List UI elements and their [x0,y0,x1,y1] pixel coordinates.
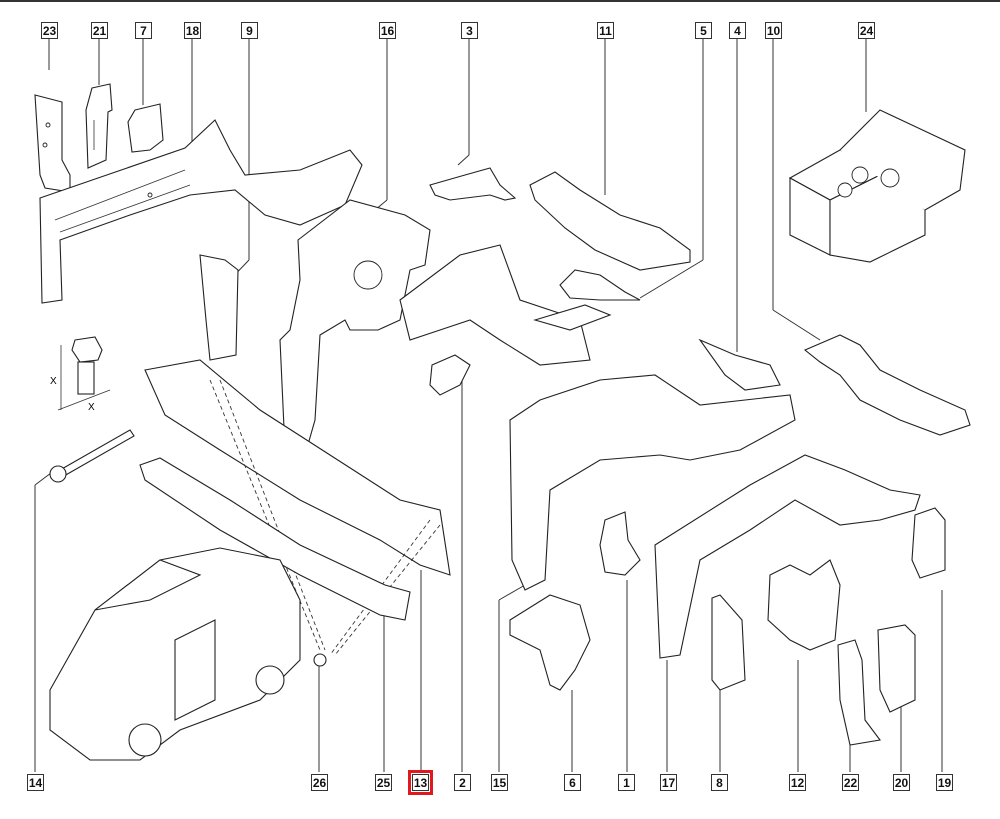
part-13-crossmember [144,359,451,656]
part-19 [911,507,946,579]
callout-21[interactable]: 21 [91,22,108,39]
part-3 [429,167,517,201]
dimension-x-vertical: X [50,376,57,387]
part-2 [429,354,471,396]
part-22 [837,639,881,746]
callout-10[interactable]: 10 [765,22,782,39]
callout-12[interactable]: 12 [789,774,806,791]
callout-13-highlighted[interactable]: 13 [408,770,433,795]
bolt-dimension: X X [50,336,111,413]
callout-18[interactable]: 18 [184,22,201,39]
callout-1[interactable]: 1 [618,774,635,791]
part-6 [509,594,591,691]
part-14-tow-eye [49,429,135,483]
leader-lines [34,39,943,772]
vehicle-illustration [49,547,301,761]
callout-23[interactable]: 23 [41,22,58,39]
part-10 [803,334,971,436]
callout-22[interactable]: 22 [842,774,859,791]
part-9 [199,254,239,361]
callout-2[interactable]: 2 [454,774,471,791]
callout-7[interactable]: 7 [135,22,152,39]
callout-15[interactable]: 15 [491,774,508,791]
part-24-kit-box [788,109,966,263]
callout-8[interactable]: 8 [711,774,728,791]
part-5 [559,269,641,301]
part-17-side-member [654,454,921,659]
part-20 [877,624,916,713]
part-26-nut [313,653,327,667]
callout-5[interactable]: 5 [695,22,712,39]
part-1 [599,511,641,576]
part-4 [698,338,781,391]
callout-16[interactable]: 16 [379,22,396,39]
part-11 [529,171,691,271]
callout-11[interactable]: 11 [597,22,614,39]
callout-20[interactable]: 20 [893,774,910,791]
top-border [0,0,1000,2]
part-18 [39,119,363,304]
part-25-lower-beam [139,457,411,621]
callout-6[interactable]: 6 [564,774,581,791]
callout-17[interactable]: 17 [660,774,677,791]
part-15-side-member [509,374,796,591]
dimension-x-horizontal: X [88,402,95,413]
part-23 [34,94,71,193]
callout-9[interactable]: 9 [241,22,258,39]
callout-19[interactable]: 19 [936,774,953,791]
part-16 [279,199,612,456]
callout-25[interactable]: 25 [375,774,392,791]
callout-4[interactable]: 4 [729,22,746,39]
callout-24[interactable]: 24 [858,22,875,39]
part-21 [85,83,113,169]
part-12 [767,559,841,651]
callout-14[interactable]: 14 [27,774,44,791]
callout-26[interactable]: 26 [311,774,328,791]
part-8 [711,594,746,691]
callout-3[interactable]: 3 [461,22,478,39]
part-7 [127,103,164,153]
